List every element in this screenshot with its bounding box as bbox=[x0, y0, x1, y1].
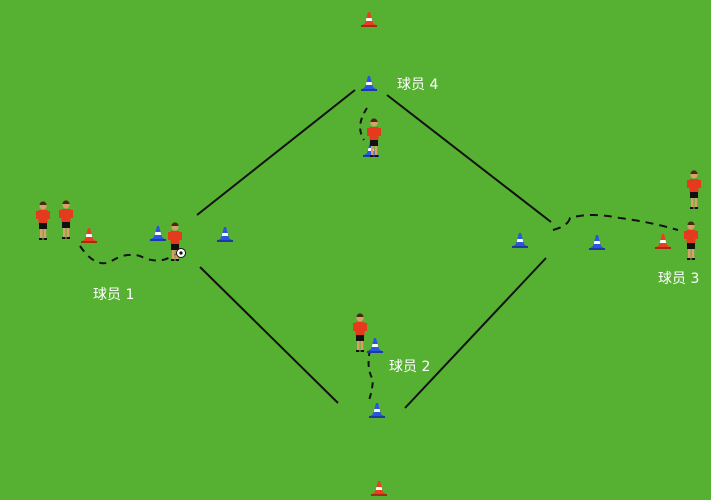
player-3-label: 球员 3 bbox=[658, 271, 699, 287]
player-1-label: 球员 1 bbox=[93, 287, 134, 303]
player-2-label: 球员 2 bbox=[389, 359, 430, 375]
soccer-ball-icon bbox=[176, 248, 186, 258]
player-4-label: 球员 4 bbox=[397, 77, 438, 93]
pass-line-1-to-4 bbox=[196, 89, 356, 216]
run-path-player-1 bbox=[79, 245, 176, 265]
run-path-player-2 bbox=[367, 349, 375, 401]
pass-line-4-to-3 bbox=[386, 94, 552, 223]
run-path-player-3 bbox=[552, 214, 679, 231]
pass-line-1-to-2 bbox=[199, 266, 339, 404]
run-path-player-4 bbox=[359, 107, 368, 141]
pass-line-2-to-3 bbox=[404, 257, 547, 409]
